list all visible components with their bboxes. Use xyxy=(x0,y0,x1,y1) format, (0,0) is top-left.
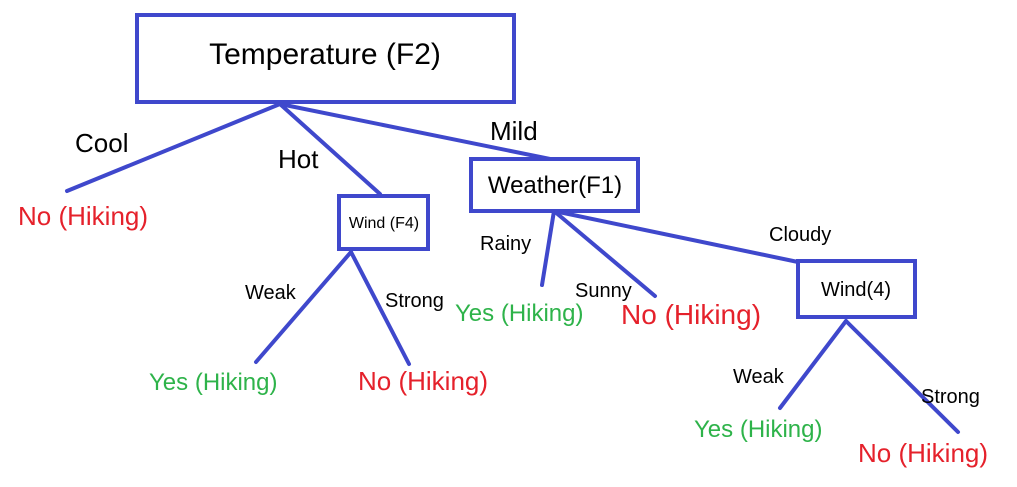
edge-label-mild: Mild xyxy=(490,116,538,146)
edge-label-cool: Cool xyxy=(75,128,128,158)
edge-wind-hot-weak xyxy=(254,250,353,364)
node-wind-cloudy: Wind(4) xyxy=(796,259,917,319)
edge-label-weak-cloudy: Weak xyxy=(733,366,785,388)
edge-weather-rainy xyxy=(540,209,556,287)
node-root-box xyxy=(135,13,516,104)
node-wind-hot: Wind (F4) xyxy=(337,194,430,251)
node-root: Temperature (F2) xyxy=(135,13,516,104)
node-weather-label: Weather(F1) xyxy=(488,172,622,199)
node-root-label: Temperature (F2) xyxy=(209,38,441,71)
leaf-rainy-yes: Yes (Hiking) xyxy=(455,300,584,327)
leaf-cloudy-strong-no: No (Hiking) xyxy=(858,438,988,468)
edge-label-cloudy: Cloudy xyxy=(769,224,831,246)
edge-root-hot xyxy=(278,102,382,196)
leaf-sunny-no: No (Hiking) xyxy=(621,299,761,330)
node-wind-cloudy-box xyxy=(796,259,917,319)
edge-weather-sunny xyxy=(552,209,657,298)
node-wind-hot-label: Wind (F4) xyxy=(349,215,419,232)
node-wind-hot-box xyxy=(337,194,430,251)
leaf-hot-strong-no: No (Hiking) xyxy=(358,366,488,396)
node-weather: Weather(F1) xyxy=(469,157,640,213)
node-weather-box xyxy=(469,157,640,213)
edge-root-cool xyxy=(65,102,282,193)
node-wind-cloudy-label: Wind(4) xyxy=(821,279,891,301)
leaf-cloudy-weak-yes: Yes (Hiking) xyxy=(694,416,823,443)
edge-label-sunny: Sunny xyxy=(575,280,632,302)
leaf-cool-no: No (Hiking) xyxy=(18,201,148,231)
edge-root-mild xyxy=(278,102,557,162)
edge-weather-cloudy xyxy=(552,209,800,264)
edge-label-hot: Hot xyxy=(278,144,319,174)
leaf-hot-weak-yes: Yes (Hiking) xyxy=(149,369,278,396)
edge-wind-hot-strong xyxy=(349,250,411,366)
edge-label-strong-hot: Strong xyxy=(385,290,444,312)
edge-label-rainy: Rainy xyxy=(480,233,531,255)
edge-wind-cloudy-strong xyxy=(844,319,960,434)
edge-wind-cloudy-weak xyxy=(778,319,848,410)
edge-label-strong-cloudy: Strong xyxy=(921,386,980,408)
edge-label-weak-hot: Weak xyxy=(245,282,297,304)
